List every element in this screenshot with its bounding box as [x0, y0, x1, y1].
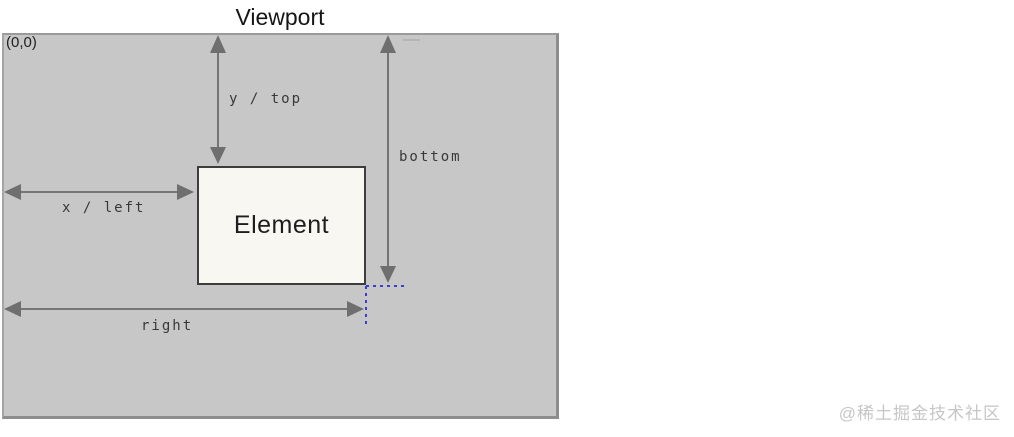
right-label: right — [141, 318, 194, 334]
diagram-title: Viewport — [235, 4, 325, 30]
origin-label: (0,0) — [6, 34, 37, 51]
element-label: Element — [233, 211, 330, 239]
element-box: Element — [197, 166, 366, 285]
bottom-label: bottom — [399, 149, 462, 165]
y-top-label: y / top — [229, 91, 303, 107]
watermark: @稀土掘金技术社区 — [838, 404, 1001, 423]
x-left-label: x / left — [62, 200, 146, 216]
